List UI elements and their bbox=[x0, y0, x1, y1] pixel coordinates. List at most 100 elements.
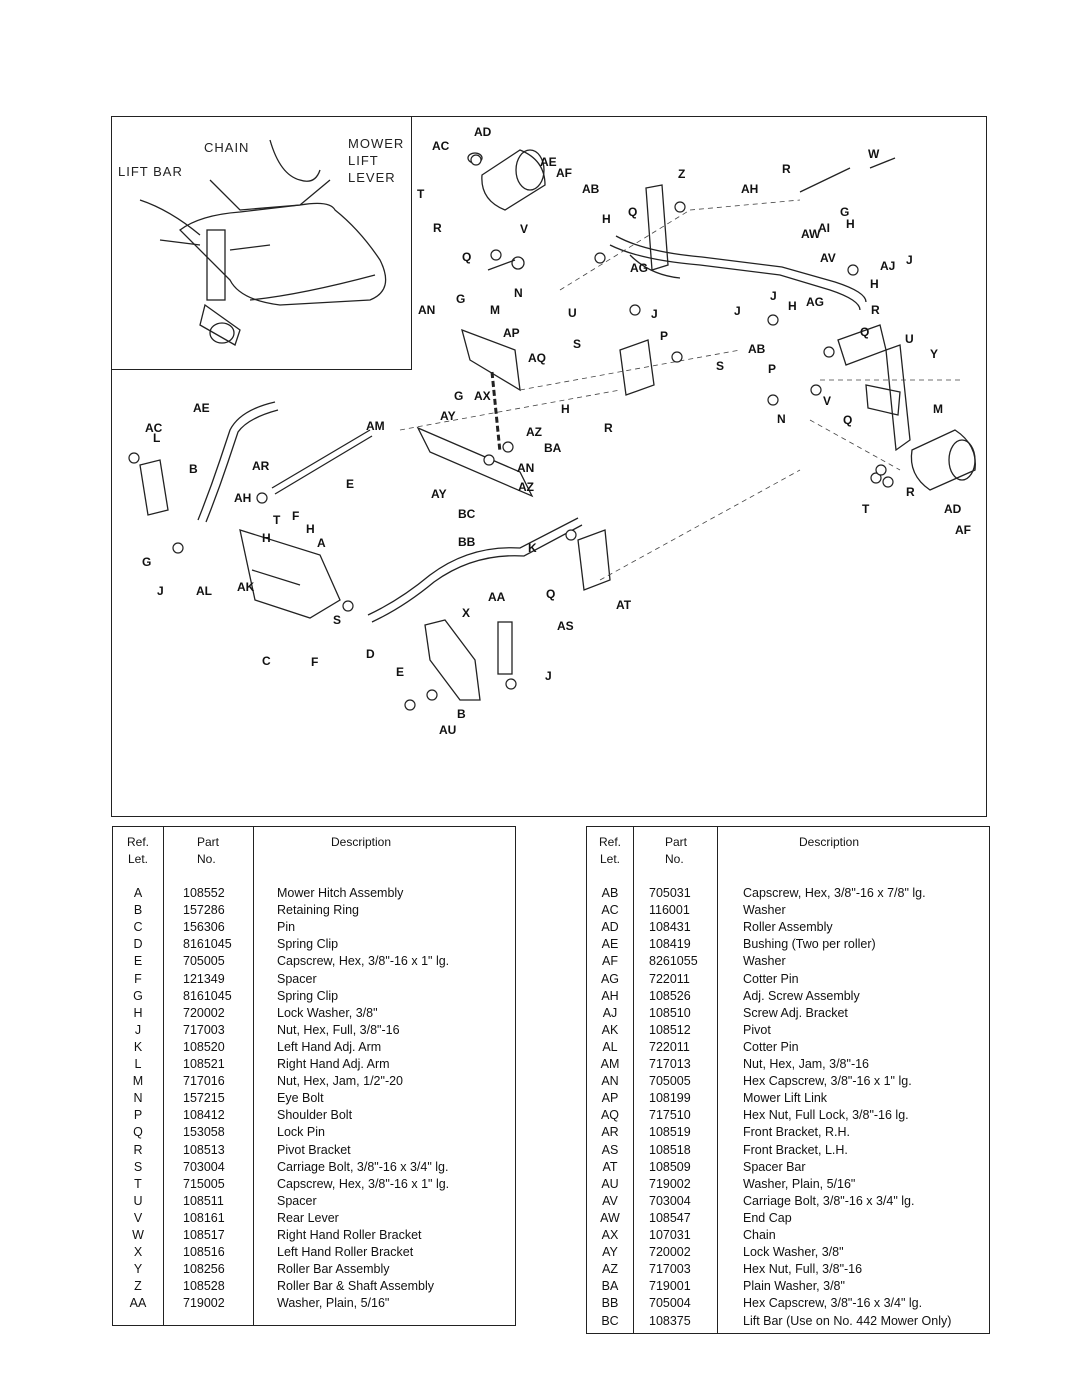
ref-letter: AQ bbox=[600, 1108, 620, 1123]
part-number: 108520 bbox=[183, 1039, 225, 1054]
part-number: 703004 bbox=[183, 1159, 225, 1174]
part-description: Pivot Bracket bbox=[277, 1142, 351, 1157]
callout-label: E bbox=[396, 665, 404, 679]
callout-label: G bbox=[142, 555, 151, 569]
callout-label: N bbox=[514, 286, 523, 300]
ref-letter: AK bbox=[601, 1022, 619, 1037]
header-ref-line2: Let. bbox=[599, 852, 620, 866]
ref-letter: AJ bbox=[602, 1005, 618, 1020]
part-description: Capscrew, Hex, 3/8"-16 x 7/8" lg. bbox=[743, 886, 926, 900]
callout-label: H bbox=[788, 299, 797, 313]
callout-label: U bbox=[905, 332, 914, 346]
part-description: Screw Adj. Bracket bbox=[743, 1005, 848, 1020]
part-number: 156306 bbox=[183, 920, 225, 935]
callout-label: Y bbox=[930, 347, 938, 361]
ref-letter: AA bbox=[129, 1296, 147, 1311]
exploded-diagram-frame bbox=[111, 116, 987, 817]
callout-label: AU bbox=[439, 723, 456, 737]
inset-detail-box bbox=[111, 116, 412, 370]
callout-label: K bbox=[528, 541, 537, 555]
ref-letter: AL bbox=[602, 1039, 618, 1054]
part-number: 703004 bbox=[649, 1193, 691, 1208]
callout-label: R bbox=[604, 421, 613, 435]
header-part: Part No. bbox=[637, 827, 717, 873]
callout-label: C bbox=[262, 654, 271, 668]
ref-letter: T bbox=[134, 1176, 142, 1191]
part-number: 153058 bbox=[183, 1125, 225, 1140]
part-description: Lift Bar (Use on No. 442 Mower Only) bbox=[743, 1313, 952, 1328]
callout-label: T bbox=[862, 502, 870, 516]
ref-letter: AM bbox=[600, 1057, 620, 1071]
ref-letter: BC bbox=[601, 1313, 619, 1328]
ref-letter: P bbox=[133, 1108, 143, 1123]
callout-label: H bbox=[306, 522, 315, 536]
ref-letter: K bbox=[133, 1039, 143, 1054]
ref-letter: AX bbox=[601, 1228, 619, 1242]
ref-letter: AG bbox=[600, 971, 620, 986]
part-description: Pin bbox=[277, 920, 296, 935]
callout-label: AT bbox=[616, 598, 632, 612]
part-number: 705005 bbox=[183, 954, 225, 969]
callout-label: F bbox=[311, 655, 318, 669]
part-number: 108519 bbox=[649, 1125, 691, 1140]
callout-label: AP bbox=[503, 326, 520, 340]
part-description: Roller Bar Assembly bbox=[277, 1262, 390, 1277]
part-description: Pivot bbox=[743, 1022, 771, 1037]
callout-label: AB bbox=[748, 342, 766, 356]
ref-letter: Y bbox=[133, 1262, 143, 1277]
part-number: 720002 bbox=[183, 1005, 225, 1020]
part-number: 108256 bbox=[183, 1262, 225, 1277]
part-description: Nut, Hex, Full, 3/8"-16 bbox=[277, 1022, 400, 1037]
part-description: Eye Bolt bbox=[277, 1091, 324, 1106]
ref-letter: G bbox=[133, 988, 143, 1003]
callout-label: Q bbox=[462, 250, 471, 264]
callout-label: AG bbox=[630, 261, 648, 275]
part-description: Bushing (Two per roller) bbox=[743, 937, 876, 952]
callout-label: AE bbox=[540, 155, 557, 169]
part-number: 108518 bbox=[649, 1142, 691, 1157]
part-number: 107031 bbox=[649, 1228, 691, 1242]
callout-label: S bbox=[716, 359, 724, 373]
header-ref-line1: Ref. bbox=[598, 835, 621, 849]
part-description: Rear Lever bbox=[277, 1210, 339, 1225]
part-number: 108547 bbox=[649, 1210, 691, 1225]
callout-label: AD bbox=[944, 502, 962, 516]
inset-label-chain: CHAIN bbox=[204, 140, 250, 155]
part-number: 108513 bbox=[183, 1142, 225, 1157]
header-ref-line1: Ref. bbox=[126, 835, 149, 849]
callout-label: AV bbox=[820, 251, 836, 265]
ref-letter: AB bbox=[601, 886, 619, 900]
callout-label: J bbox=[545, 669, 552, 683]
callout-label: V bbox=[520, 222, 528, 236]
header-ref: Ref. Let. bbox=[113, 827, 163, 873]
callout-label: T bbox=[273, 513, 281, 527]
callout-label: AX bbox=[474, 389, 491, 403]
callout-label: AC bbox=[432, 139, 450, 153]
ref-letter: AN bbox=[601, 1074, 619, 1089]
part-number: 108161 bbox=[183, 1210, 225, 1225]
part-description: Spacer bbox=[277, 971, 317, 986]
callout-label: BC bbox=[458, 507, 476, 521]
header-part-line1: Part bbox=[197, 835, 220, 849]
ref-letter: B bbox=[133, 903, 143, 918]
part-description: Right Hand Roller Bracket bbox=[277, 1228, 422, 1242]
part-description: Capscrew, Hex, 3/8"-16 x 1" lg. bbox=[277, 954, 450, 969]
part-description: Retaining Ring bbox=[277, 903, 359, 918]
header-description: Description bbox=[799, 827, 959, 873]
ref-letter: H bbox=[133, 1005, 143, 1020]
part-number: 717016 bbox=[183, 1074, 225, 1089]
callout-label: Z bbox=[678, 167, 685, 181]
part-description: Mower Hitch Assembly bbox=[277, 886, 404, 900]
part-description: Lock Washer, 3/8" bbox=[743, 1245, 844, 1260]
callout-label: Q bbox=[628, 205, 637, 219]
part-description: Spacer Bar bbox=[743, 1159, 806, 1174]
callout-label: AF bbox=[556, 166, 572, 180]
ref-letter: AC bbox=[601, 903, 619, 918]
part-description: Mower Lift Link bbox=[743, 1091, 828, 1106]
callout-label: AM bbox=[366, 419, 385, 433]
callout-label: J bbox=[651, 307, 658, 321]
header-description: Description bbox=[331, 827, 491, 873]
part-number: 108509 bbox=[649, 1159, 691, 1174]
